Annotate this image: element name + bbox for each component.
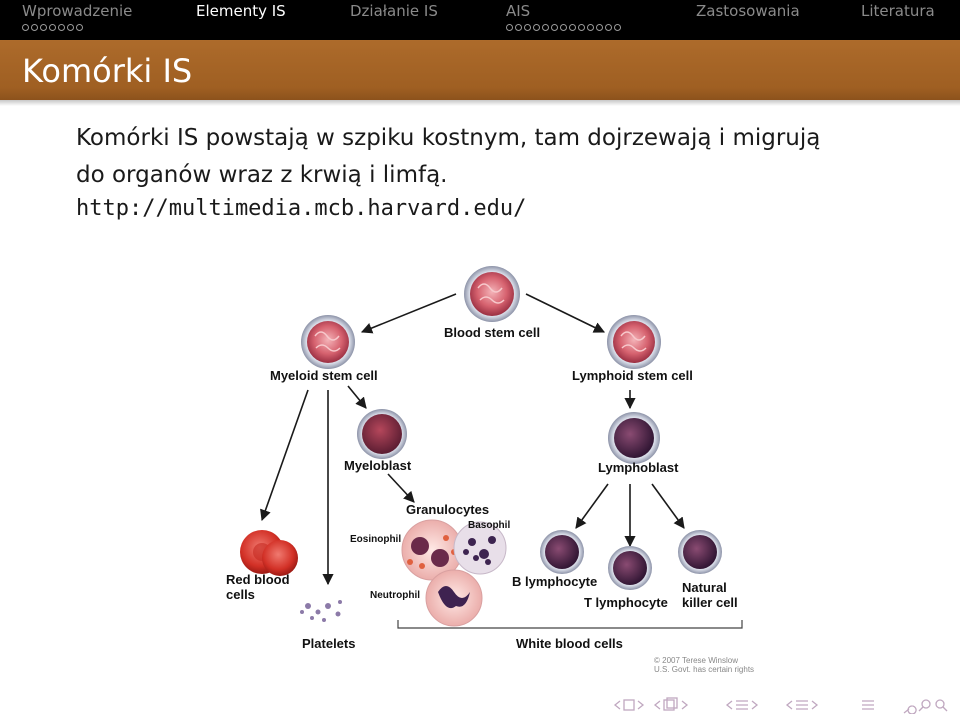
appendix-icon[interactable] — [862, 700, 874, 710]
frame-title: Komórki IS — [22, 52, 193, 90]
nav-subsection-dots-wprowadzenie[interactable] — [22, 24, 83, 34]
subsection-icon[interactable] — [663, 697, 678, 711]
frame-icon[interactable] — [623, 699, 635, 711]
label-lymphoblast: Lymphoblast — [598, 460, 679, 475]
section-icon[interactable] — [736, 700, 748, 710]
copyright-line-2: U.S. Govt. has certain rights — [654, 665, 754, 674]
nav-section-ais[interactable]: AIS — [506, 2, 531, 20]
label-lymphoid-stem-cell: Lymphoid stem cell — [572, 368, 693, 383]
label-white-blood-cells: White blood cells — [516, 636, 623, 651]
nav-section-literatura[interactable]: Literatura — [861, 2, 935, 20]
copyright-line-1: © 2007 Terese Winslow — [654, 656, 738, 665]
body-line-1: Komórki IS powstają w szpiku kostnym, ta… — [76, 125, 821, 151]
label-red-blood-2: cells — [226, 587, 255, 602]
label-b-lymphocyte: B lymphocyte — [512, 574, 597, 589]
nav-section-wprowadzenie[interactable]: Wprowadzenie — [22, 2, 133, 20]
label-platelets: Platelets — [302, 636, 355, 651]
myeloid-stem-cell — [301, 315, 355, 369]
lineage-arrows — [260, 293, 685, 586]
label-red-blood-1: Red blood — [226, 572, 290, 587]
nav-subsection-dots-ais[interactable] — [506, 24, 621, 34]
document-back-icon[interactable] — [785, 700, 793, 710]
frame-back-icon[interactable] — [613, 700, 621, 710]
red-blood-cells — [240, 530, 298, 576]
b-lymphocyte-cell — [540, 530, 584, 574]
section-back-icon[interactable] — [725, 700, 733, 710]
label-natural-2: killer cell — [682, 595, 738, 610]
label-blood-stem-cell: Blood stem cell — [444, 325, 540, 340]
eosinophil-cell — [401, 519, 463, 581]
platelets — [300, 600, 342, 622]
myeloblast-cell — [357, 409, 407, 459]
slide-body-text: Komórki IS powstają w szpiku kostnym, ta… — [76, 120, 916, 194]
label-myeloid-stem-cell: Myeloid stem cell — [270, 368, 378, 383]
title-shadow — [0, 100, 960, 106]
label-basophil: Basophil — [468, 520, 510, 531]
search-icon[interactable] — [918, 699, 931, 712]
beamer-navigation-symbols — [612, 696, 952, 714]
source-url[interactable]: http://multimedia.mcb.harvard.edu/ — [76, 196, 527, 221]
t-lymphocyte-cell — [608, 546, 652, 590]
search-forward-icon[interactable] — [935, 699, 948, 712]
document-icon[interactable] — [796, 700, 808, 710]
white-blood-cells-bracket — [397, 620, 743, 629]
label-eosinophil: Eosinophil — [350, 534, 401, 545]
frame-title-bar: Komórki IS — [0, 40, 960, 100]
blood-stem-cell — [464, 266, 520, 322]
section-forward-icon[interactable] — [751, 700, 759, 710]
label-granulocytes: Granulocytes — [406, 502, 489, 517]
subsection-forward-icon[interactable] — [681, 700, 689, 710]
nav-section-elementy-is[interactable]: Elementy IS — [196, 2, 286, 20]
document-forward-icon[interactable] — [811, 700, 819, 710]
basophil-cell — [453, 521, 507, 575]
label-t-lymphocyte: T lymphocyte — [584, 595, 668, 610]
frame-forward-icon[interactable] — [637, 700, 645, 710]
nav-section-zastosowania[interactable]: Zastosowania — [696, 2, 800, 20]
subsection-back-icon[interactable] — [653, 700, 661, 710]
lymphoblast-cell — [608, 412, 660, 464]
neutrophil-cell — [425, 569, 483, 627]
search-back-icon[interactable] — [903, 705, 917, 714]
label-natural-1: Natural — [682, 580, 727, 595]
label-myeloblast: Myeloblast — [344, 458, 412, 473]
section-navigation-bar: Wprowadzenie Elementy IS Działanie IS AI… — [0, 0, 960, 40]
nav-section-dzialanie-is[interactable]: Działanie IS — [350, 2, 438, 20]
lymphoid-stem-cell — [607, 315, 661, 369]
body-line-2: do organów wraz z krwią i limfą. — [76, 162, 448, 188]
label-neutrophil: Neutrophil — [370, 590, 420, 601]
natural-killer-cell — [678, 530, 722, 574]
hematopoiesis-diagram: Blood stem cell Myeloid stem cell Lympho… — [210, 262, 770, 674]
